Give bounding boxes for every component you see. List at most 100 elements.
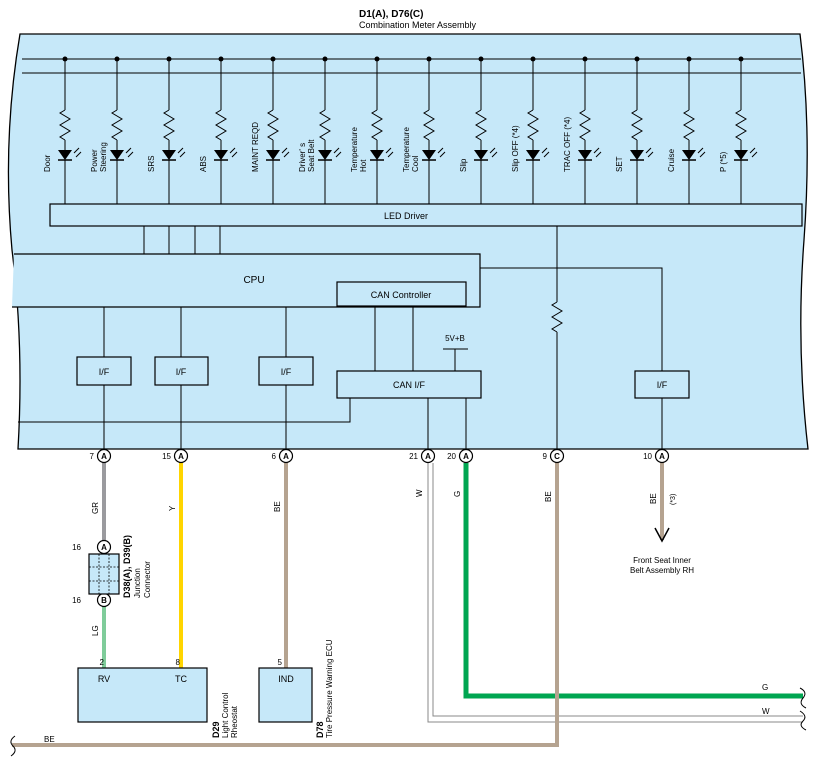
rheostat-term-tc: TC bbox=[175, 674, 187, 684]
pin-connector: A bbox=[178, 452, 184, 461]
led-icon bbox=[162, 150, 176, 160]
led-icon bbox=[578, 150, 592, 160]
indicator-label: SET bbox=[615, 156, 624, 172]
led-driver-cpu-lines bbox=[143, 226, 221, 254]
indicator-4: MAINT REQD bbox=[251, 56, 290, 204]
led-icon bbox=[474, 150, 488, 160]
led-icon bbox=[370, 150, 384, 160]
led-icon bbox=[58, 150, 72, 160]
pin-number: 15 bbox=[162, 452, 171, 461]
junction-pin-bottom: 16 bbox=[72, 596, 81, 605]
rheostat-term-rv: RV bbox=[98, 674, 110, 684]
tpw-ecu-term: IND bbox=[278, 674, 294, 684]
resistor-icon bbox=[475, 109, 487, 141]
pin-number: 9 bbox=[543, 452, 548, 461]
pin-connector: A bbox=[659, 452, 665, 461]
led-icon bbox=[110, 150, 124, 160]
resistor-icon bbox=[111, 109, 123, 141]
pin-number: 21 bbox=[409, 452, 418, 461]
tpw-ecu-pin: 5 bbox=[278, 658, 283, 667]
resistor-icon bbox=[371, 109, 383, 141]
indicator-label: Power bbox=[90, 149, 99, 172]
indicator-label: TRAC OFF (*4) bbox=[563, 117, 572, 172]
pin-connector: C bbox=[554, 452, 560, 461]
indicator-label-2: Steering bbox=[99, 142, 108, 172]
indicator-label: Temperature bbox=[350, 127, 359, 172]
assembly-code: D1(A), D76(C) bbox=[359, 9, 423, 20]
pin-number: 20 bbox=[447, 452, 456, 461]
interface-box-1 bbox=[76, 356, 132, 386]
pin-6: A6 bbox=[272, 448, 294, 464]
rheostat-code: D29 bbox=[211, 721, 221, 738]
can-controller-box bbox=[336, 281, 467, 307]
indicator-0: Door bbox=[43, 56, 82, 204]
pin-connector: A bbox=[463, 452, 469, 461]
indicator-10: TRAC OFF (*4) bbox=[563, 56, 602, 204]
indicator-8: Slip bbox=[459, 56, 498, 204]
interface-label-2: I/F bbox=[176, 367, 187, 377]
resistor-icon bbox=[215, 109, 227, 141]
indicator-label: Temperature bbox=[402, 127, 411, 172]
resistor-icon bbox=[631, 109, 643, 141]
meter-assembly-panel bbox=[7, 33, 809, 450]
rheostat-pin-rv: 2 bbox=[100, 658, 105, 667]
rheostat-pin-tc: 8 bbox=[176, 658, 181, 667]
supply-label: 5V+B bbox=[445, 334, 465, 343]
wire-label-w-right: W bbox=[762, 707, 770, 716]
indicator-label: ABS bbox=[199, 156, 208, 172]
cpu-label: CPU bbox=[243, 275, 264, 286]
interface-label-3: I/F bbox=[281, 367, 292, 377]
resistor-icon bbox=[579, 109, 591, 141]
tpw-ecu-box bbox=[258, 667, 313, 723]
resistor-icon bbox=[683, 109, 695, 141]
svg-text:B: B bbox=[101, 596, 107, 605]
interface-label-4: I/F bbox=[657, 380, 668, 390]
wire-label-be1: BE bbox=[273, 501, 282, 512]
rheostat-box bbox=[77, 667, 208, 723]
svg-text:A: A bbox=[101, 543, 107, 552]
rheostat-name-1: Light Control bbox=[221, 692, 230, 738]
indicator-label: Slip bbox=[459, 158, 468, 172]
can-interface-box bbox=[336, 370, 482, 399]
wire-label-lg: LG bbox=[91, 625, 100, 636]
resistor-icon bbox=[59, 109, 71, 141]
wire-label-g-right: G bbox=[762, 683, 768, 692]
indicator-2: SRS bbox=[147, 56, 186, 204]
indicator-3: ABS bbox=[199, 56, 238, 204]
wire-w-outer bbox=[427, 463, 803, 723]
led-icon bbox=[734, 150, 748, 160]
wire-label-w: W bbox=[415, 489, 424, 497]
led-icon bbox=[682, 150, 696, 160]
tpw-ecu-code: D78 bbox=[315, 721, 325, 738]
wire-label-gr: GR bbox=[91, 502, 100, 514]
led-icon bbox=[422, 150, 436, 160]
pin-7: A7 bbox=[90, 448, 112, 464]
pin-number: 7 bbox=[90, 452, 95, 461]
indicator-label: MAINT REQD bbox=[251, 122, 260, 172]
interface-box-2 bbox=[154, 356, 209, 386]
pin-10: A10 bbox=[643, 448, 670, 464]
led-driver-label: LED Driver bbox=[384, 211, 428, 221]
led-icon bbox=[526, 150, 540, 160]
rheostat-name-2: Rheostat bbox=[230, 705, 239, 738]
internal-wiring bbox=[18, 226, 663, 449]
interface-label-1: I/F bbox=[99, 367, 110, 377]
indicator-label-2: Seat Belt bbox=[307, 139, 316, 172]
junction-pin-circle: A bbox=[96, 539, 112, 555]
front-seat-line-1: Front Seat Inner bbox=[633, 556, 691, 565]
wire-g bbox=[463, 463, 803, 699]
wire-label-be-bottom: BE bbox=[44, 735, 55, 744]
resistor-icon bbox=[735, 109, 747, 141]
indicator-label: Cruise bbox=[667, 148, 676, 172]
indicator-11: SET bbox=[615, 56, 654, 204]
can-controller-label: CAN Controller bbox=[371, 290, 432, 300]
indicator-label: P (*5) bbox=[719, 151, 728, 172]
indicator-9: Slip OFF (*4) bbox=[511, 56, 550, 204]
pin-21: A21 bbox=[409, 448, 436, 464]
